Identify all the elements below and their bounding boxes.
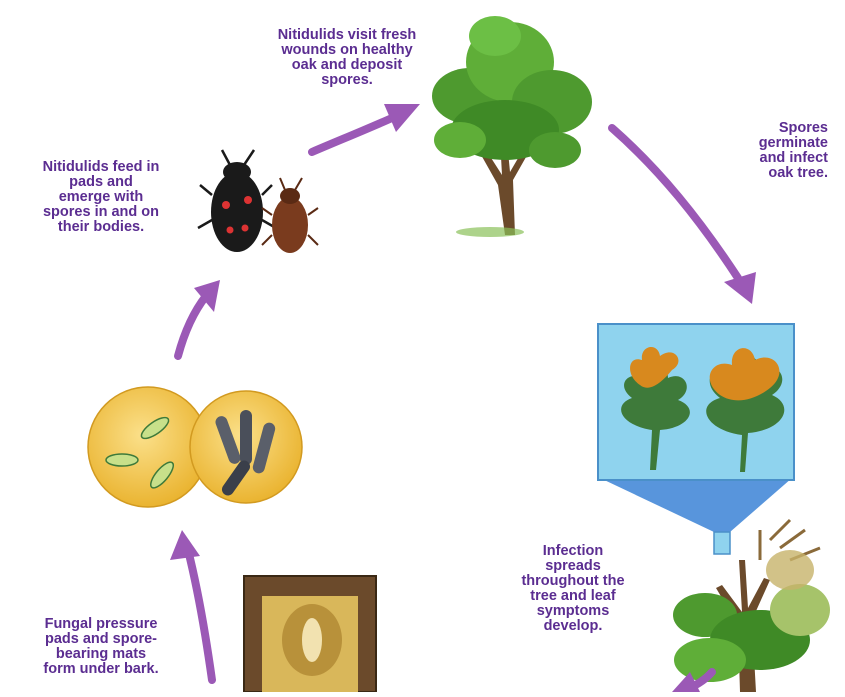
bark-mat-icon <box>244 576 376 692</box>
spores-icon <box>88 387 302 507</box>
diseased-oak-tree-icon <box>673 520 830 692</box>
arrow-spores-to-beetles <box>178 296 206 356</box>
infected-leaves-icon <box>598 324 794 554</box>
label-feed: Nitidulids feed in pads and emerge with … <box>2 160 200 235</box>
label-germinate: Spores germinate and infect oak tree. <box>720 121 828 181</box>
arrow-head-4 <box>170 530 200 560</box>
label-mats: Fungal pressure pads and spore- bearing … <box>14 617 188 677</box>
label-visit-wounds: Nitidulids visit fresh wounds on healthy… <box>236 28 458 88</box>
label-spread: Infection spreads throughout the tree an… <box>498 544 648 634</box>
arrow-beetles-to-tree <box>312 118 392 152</box>
beetles-icon <box>198 150 318 253</box>
arrow-mats-to-spores <box>188 550 212 680</box>
